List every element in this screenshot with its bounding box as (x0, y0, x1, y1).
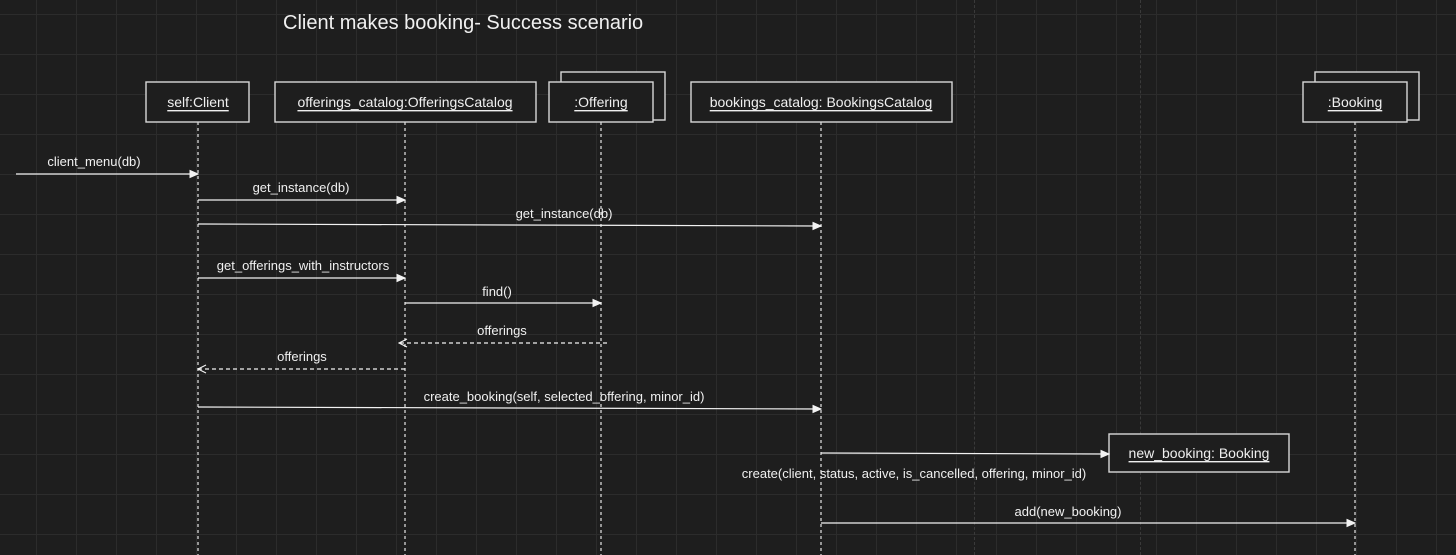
created-object-label: new_booking: Booking (1129, 445, 1270, 461)
message-arrow (820, 453, 1109, 454)
participant-booking[interactable]: :Booking (1302, 71, 1420, 123)
message-label: get_offerings_with_instructors (217, 258, 390, 273)
diagram-title: Client makes booking- Success scenario (283, 12, 644, 34)
canvas-guide-line (1140, 0, 1141, 555)
message: client_menu(db) (16, 154, 198, 174)
message-label: find() (482, 284, 512, 299)
created-object-new-booking[interactable]: new_booking: Booking (1108, 433, 1290, 473)
participant-offering[interactable]: :Offering (548, 71, 666, 123)
message: find() (405, 284, 601, 303)
message-label: offerings (477, 323, 527, 338)
participant-label: offerings_catalog:OfferingsCatalog (297, 94, 512, 110)
message: offerings (399, 323, 607, 343)
message-label: offerings (277, 349, 327, 364)
message-arrow (197, 407, 821, 409)
message: add(new_booking) (821, 504, 1355, 523)
participant-offerings-catalog[interactable]: offerings_catalog:OfferingsCatalog (274, 81, 537, 123)
canvas-guide-line (974, 0, 975, 555)
message: get_offerings_with_instructors (198, 258, 405, 278)
participant-label: bookings_catalog: BookingsCatalog (710, 94, 933, 110)
message: offerings (198, 349, 405, 369)
message-label: get_instance(db) (253, 180, 350, 195)
message-label: client_menu(db) (47, 154, 140, 169)
participant-label: :Booking (1328, 94, 1382, 110)
participant-client[interactable]: self:Client (145, 81, 250, 123)
message: get_instance(db) (198, 180, 405, 200)
participant-bookings-catalog[interactable]: bookings_catalog: BookingsCatalog (690, 81, 953, 123)
message-label: get_instance(db) (516, 206, 613, 221)
message-arrow (197, 224, 821, 226)
message-label: create_booking(self, selected_offering, … (424, 389, 705, 404)
message: get_instance(db) (197, 206, 821, 226)
message-label: create(client, status, active, is_cancel… (742, 466, 1086, 481)
participant-label: :Offering (574, 94, 627, 110)
message-label: add(new_booking) (1015, 504, 1122, 519)
message: create(client, status, active, is_cancel… (742, 453, 1109, 481)
participant-label: self:Client (167, 94, 229, 110)
message: create_booking(self, selected_offering, … (197, 389, 821, 409)
